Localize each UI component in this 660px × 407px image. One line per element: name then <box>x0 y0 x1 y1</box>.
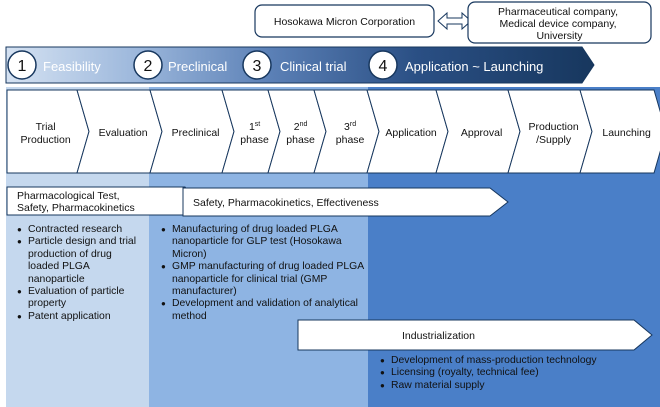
list-item: Contracted research <box>17 224 145 237</box>
phase-3-circle <box>242 50 272 80</box>
feasibility-list: Contracted research Particle design and … <box>17 224 145 324</box>
preclinical-list: Manufacturing of drug loaded PLGA nanopa… <box>161 224 366 323</box>
phase-3-label: Clinical trial <box>280 59 347 74</box>
phase-1-number: 1 <box>18 58 27 75</box>
list-item: Raw material supply <box>380 380 650 393</box>
phase-4-circle <box>368 50 398 80</box>
phase-4: 4 Application ~ Launching <box>368 50 543 80</box>
list-item: Particle design and trial production of … <box>17 236 145 286</box>
partners-box <box>467 1 652 44</box>
phase-2-circle <box>133 50 163 80</box>
safety-banner-text: Safety, Pharmacokinetics, Effectiveness <box>193 197 379 209</box>
industrialization-banner-text: Industrialization <box>402 330 475 342</box>
step-label: Approval <box>461 127 502 139</box>
step-label: Production/Supply <box>528 121 578 146</box>
phase-1-label: Feasibility <box>43 59 101 74</box>
industrialization-banner <box>297 319 653 351</box>
phase-4-number: 4 <box>379 58 388 75</box>
industrialization-list: Development of mass-production technolog… <box>380 355 650 393</box>
phase-1-circle <box>7 50 37 80</box>
list-item: Manufacturing of drug loaded PLGA nanopa… <box>161 224 366 261</box>
pharmacological-banner-text: Pharmacological Test, Safety, Pharmacoki… <box>17 190 135 214</box>
list-item: Development of mass-production technolog… <box>380 355 650 368</box>
step-label: Application <box>385 127 437 139</box>
phase-2-label: Preclinical <box>168 59 227 74</box>
list-item: GMP manufacturing of drug loaded PLGA na… <box>161 261 366 298</box>
hosokawa-box <box>254 4 435 38</box>
step-label: Preclinical <box>172 127 220 139</box>
double-arrow-icon <box>437 11 472 31</box>
phase-1: 1 Feasibility <box>7 50 101 80</box>
list-item: Patent application <box>17 311 145 324</box>
hosokawa-label: Hosokawa Micron Corporation <box>274 16 415 28</box>
step-label: Launching <box>602 127 651 139</box>
phase-2-number: 2 <box>144 58 153 75</box>
partners-label: Pharmaceutical company, Medical device c… <box>498 6 621 42</box>
safety-banner <box>182 187 509 217</box>
list-item: Evaluation of particle property <box>17 286 145 311</box>
step-chevron <box>579 89 660 174</box>
list-item: Licensing (royalty, technical fee) <box>380 367 650 380</box>
phase-3: 3 Clinical trial <box>242 50 347 80</box>
phase-2: 2 Preclinical <box>133 50 227 80</box>
phase-4-label: Application ~ Launching <box>405 59 543 74</box>
step-label: Evaluation <box>99 127 148 139</box>
list-item: Development and validation of analytical… <box>161 298 366 323</box>
phase-3-number: 3 <box>253 58 262 75</box>
